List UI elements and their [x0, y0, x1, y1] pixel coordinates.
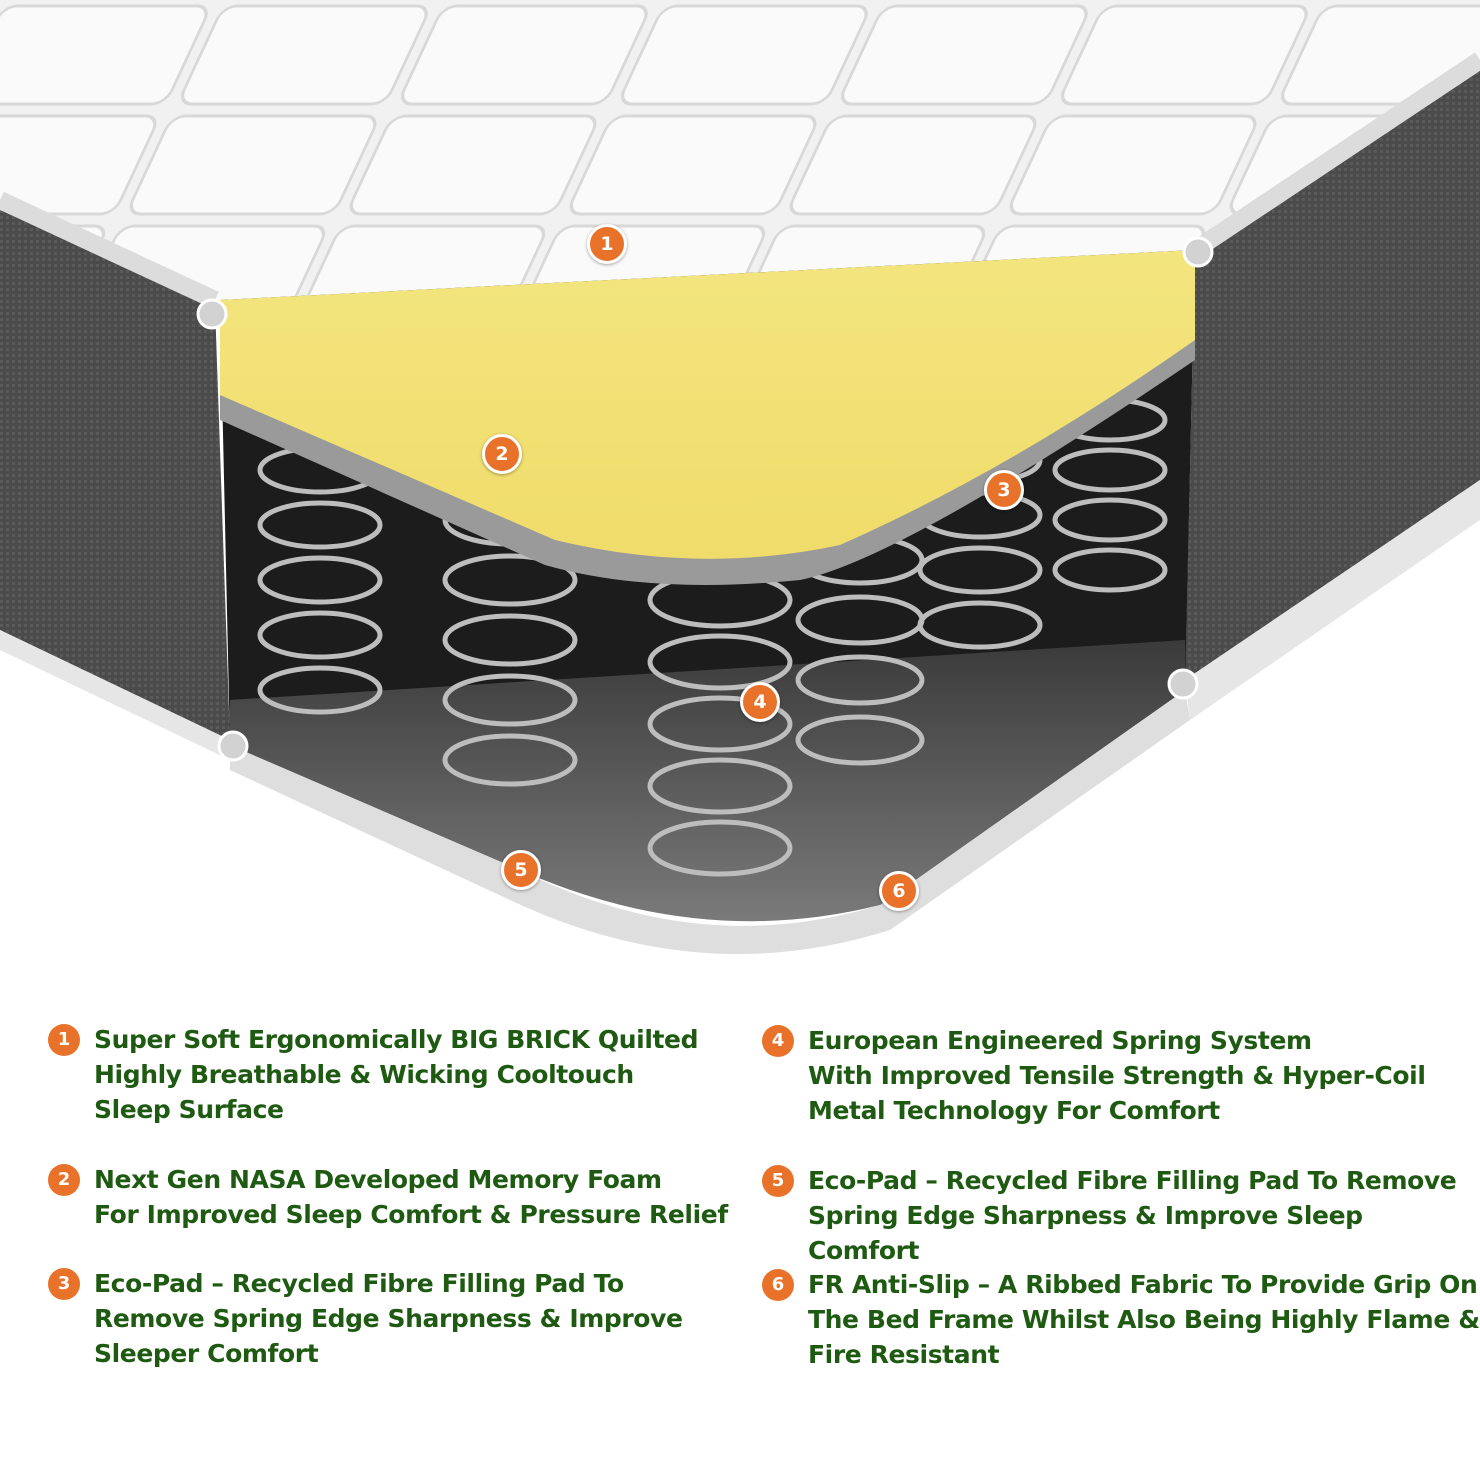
- feature-number-badge: 3: [48, 1268, 80, 1300]
- marker-3: 3: [984, 470, 1024, 510]
- left-side-fabric: [0, 210, 230, 740]
- marker-4: 4: [740, 682, 780, 722]
- marker-6: 6: [879, 871, 919, 911]
- piping-ends: [196, 236, 1214, 762]
- marker-1: 1: [587, 224, 627, 264]
- feature-text: Super Soft Ergonomically BIG BRICK Quilt…: [94, 1025, 699, 1124]
- marker-2: 2: [482, 434, 522, 474]
- right-bottom-border: [1185, 480, 1480, 720]
- feature-number-badge: 1: [48, 1024, 80, 1056]
- feature-5: 5 Eco-Pad – Recycled Fibre Filling Pad T…: [762, 1163, 1480, 1268]
- feature-number-badge: 6: [762, 1269, 794, 1301]
- marker-5: 5: [501, 850, 541, 890]
- quilted-top-surface: [0, 0, 1480, 300]
- feature-number-badge: 2: [48, 1164, 80, 1196]
- right-piping: [1190, 52, 1480, 258]
- mattress-cutaway-illustration: [0, 0, 1480, 954]
- feature-text: Eco-Pad – Recycled Fibre Filling Pad To …: [808, 1166, 1457, 1265]
- feature-text: FR Anti-Slip – A Ribbed Fabric To Provid…: [808, 1270, 1480, 1369]
- left-bottom-border: [0, 630, 230, 760]
- right-side-fabric: [1185, 70, 1480, 680]
- feature-3: 3 Eco-Pad – Recycled Fibre Filling Pad T…: [48, 1266, 683, 1371]
- feature-number-badge: 5: [762, 1165, 794, 1197]
- feature-number-badge: 4: [762, 1025, 794, 1057]
- feature-1: 1 Super Soft Ergonomically BIG BRICK Qui…: [48, 1022, 699, 1127]
- feature-6: 6 FR Anti-Slip – A Ribbed Fabric To Prov…: [762, 1267, 1480, 1372]
- left-piping: [0, 191, 219, 309]
- inner-base: [230, 640, 1185, 922]
- memory-foam-layer: [220, 250, 1195, 559]
- bottom-eco-pad: [230, 690, 1190, 954]
